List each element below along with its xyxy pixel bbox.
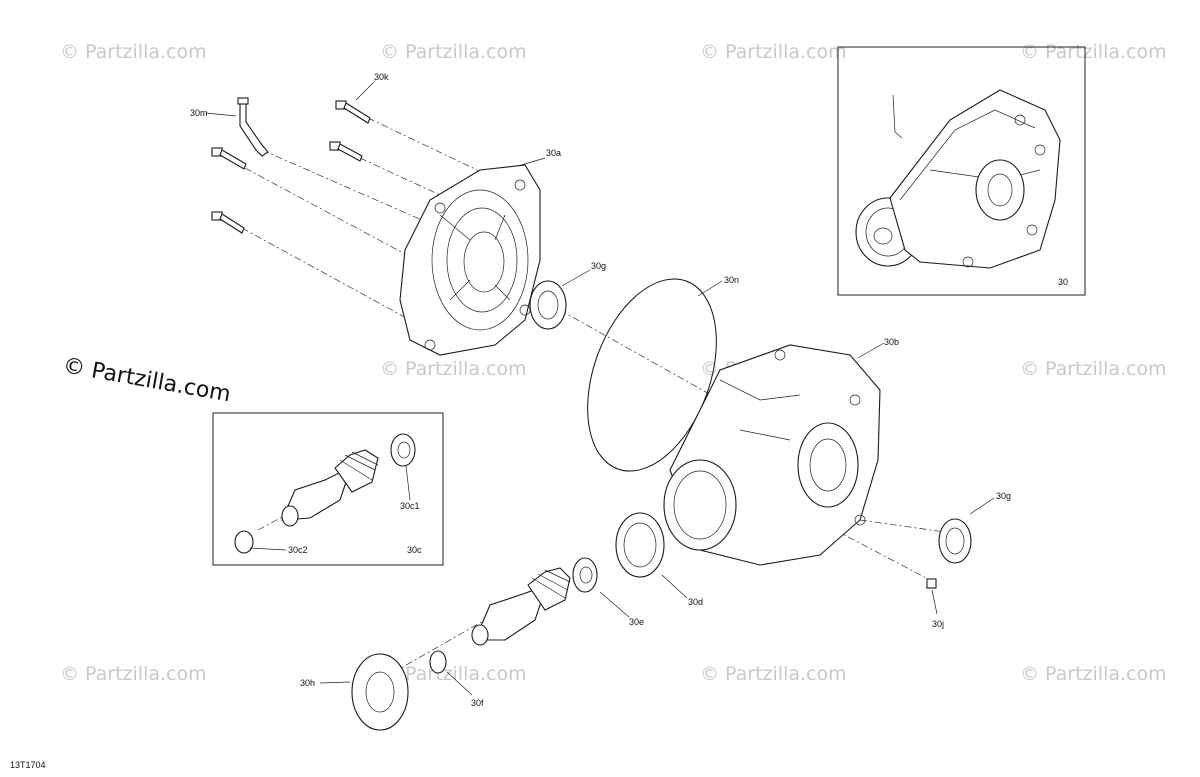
watermark: © Partzilla.com (700, 41, 847, 63)
watermark: © Partzilla.com (1020, 41, 1167, 63)
callout-30j: 30j (932, 619, 944, 629)
callout-30f: 30f (471, 698, 484, 708)
bolts-30k (211, 100, 371, 234)
seal-30h (351, 653, 409, 731)
callout-30g-top: 30g (591, 261, 606, 271)
pinion-inset-illustration (234, 433, 416, 554)
watermark: © Partzilla.com (60, 41, 207, 63)
nut-30e (572, 557, 598, 593)
callout-30c2: 30c2 (288, 545, 308, 555)
watermark: © Partzilla.com (700, 663, 847, 685)
callout-30h: 30h (300, 678, 315, 688)
pinion-inset-box (212, 412, 444, 566)
watermark: © Partzilla.com (1020, 358, 1167, 380)
housing-cover-30a (399, 164, 541, 356)
snap-ring-30f (429, 650, 447, 674)
watermark: © Partzilla.com (1020, 663, 1167, 685)
pinion-gear (471, 567, 571, 646)
watermark: © Partzilla.com (380, 41, 527, 63)
vent-fitting-30m (237, 97, 269, 157)
oil-seal-30g-top (529, 280, 567, 330)
callout-labels: 30k 30m 30a 30g 30n 30b 30 30c1 30c2 30c… (190, 72, 1068, 708)
watermark: © Partzilla.com (380, 663, 527, 685)
callout-30c1: 30c1 (400, 501, 420, 511)
watermark-layer: © Partzilla.com © Partzilla.com © Partzi… (60, 41, 1167, 685)
oil-seal-30g-right (938, 518, 972, 564)
callout-30a: 30a (546, 148, 561, 158)
callout-30k: 30k (374, 72, 389, 82)
callout-30b: 30b (884, 337, 899, 347)
callout-30c: 30c (407, 545, 422, 555)
callout-30d: 30d (688, 597, 703, 607)
watermark: © Partzilla.com (380, 358, 527, 380)
callout-30: 30 (1058, 277, 1068, 287)
assembly-inset-box (837, 46, 1086, 296)
callout-30e: 30e (629, 617, 644, 627)
diagram-code: 13T1704 (10, 760, 46, 770)
callout-30m: 30m (190, 108, 208, 118)
assembly-illustration (855, 89, 1061, 269)
watermark: © Partzilla.com (60, 663, 207, 685)
callout-30n: 30n (724, 275, 739, 285)
watermark-prominent: © Partzilla.com (61, 353, 233, 407)
leader-lines (205, 81, 995, 696)
o-ring-30n (587, 278, 717, 472)
main-housing-30b (663, 344, 881, 566)
bearing-30d (615, 512, 665, 578)
plug-30j (926, 578, 937, 589)
callout-30g-right: 30g (996, 491, 1011, 501)
